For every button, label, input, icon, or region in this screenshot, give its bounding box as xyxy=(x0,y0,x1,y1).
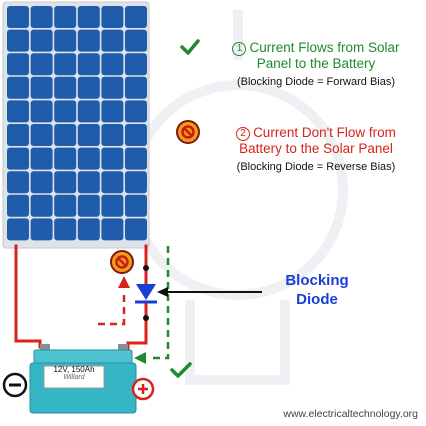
battery-brand: Willard xyxy=(63,374,85,381)
solar-cell xyxy=(125,218,147,241)
solar-cell xyxy=(54,171,77,194)
annotation-reverse-line2: Battery to the Solar Panel xyxy=(239,141,393,156)
solar-cell xyxy=(125,29,147,52)
forward-current-arrow xyxy=(134,246,170,364)
solar-cell xyxy=(7,218,29,241)
solar-cell xyxy=(125,76,147,99)
solar-cell xyxy=(101,194,124,217)
solar-cell xyxy=(77,171,100,194)
solar-cell xyxy=(54,53,77,76)
solar-cell xyxy=(30,218,53,241)
check-mark-icon xyxy=(170,362,192,378)
solar-cell xyxy=(30,100,53,123)
solar-cell xyxy=(30,124,53,146)
solar-cell xyxy=(30,29,53,52)
solar-cell xyxy=(54,124,77,146)
annotation-reverse-note: (Blocking Diode = Reverse Bias) xyxy=(236,161,396,173)
solar-cell xyxy=(101,100,124,123)
negative-wire xyxy=(14,244,42,349)
solar-cell xyxy=(54,76,77,99)
battery-label: 12V, 150Ah Willard xyxy=(44,365,104,381)
solar-cell xyxy=(7,147,29,170)
solar-cell xyxy=(77,76,100,99)
solar-cell xyxy=(77,124,100,146)
annotation-forward-note: (Blocking Diode = Forward Bias) xyxy=(236,76,396,88)
diode-label-line2: Diode xyxy=(296,291,338,308)
solar-cell xyxy=(54,29,77,52)
solar-cell xyxy=(7,194,29,217)
solar-panel xyxy=(2,1,150,249)
solar-cell xyxy=(54,218,77,241)
annotation-number-2: 2 xyxy=(236,127,251,141)
solar-cell xyxy=(101,171,124,194)
solar-cell xyxy=(30,171,53,194)
solar-cell xyxy=(101,218,124,241)
solar-cell xyxy=(77,100,100,123)
solar-cell xyxy=(125,194,147,217)
blocking-diode-label: Blocking Diode xyxy=(262,271,372,309)
solar-cell xyxy=(7,171,29,194)
solar-cell xyxy=(77,218,100,241)
solar-cell xyxy=(30,194,53,217)
solar-cell xyxy=(7,53,29,76)
diode-pointer-arrow xyxy=(157,287,262,297)
solar-cell xyxy=(125,147,147,170)
solar-cell xyxy=(77,147,100,170)
positive-wire-bottom xyxy=(126,302,148,351)
solar-cell xyxy=(54,194,77,217)
solar-cell xyxy=(30,53,53,76)
solar-cell xyxy=(7,100,29,123)
solar-cell xyxy=(101,147,124,170)
solar-cell xyxy=(7,124,29,146)
solar-cell xyxy=(54,100,77,123)
solar-cell xyxy=(101,76,124,99)
solar-cell xyxy=(125,53,147,76)
solar-cell xyxy=(77,53,100,76)
solar-cell xyxy=(54,6,77,28)
solar-cell xyxy=(125,171,147,194)
solar-cell xyxy=(77,29,100,52)
solar-cell xyxy=(101,124,124,146)
solar-cell xyxy=(101,53,124,76)
blocking-diode xyxy=(135,265,157,321)
battery-negative-symbol xyxy=(2,372,28,398)
annotation-number-1: 1 xyxy=(232,42,247,56)
annotation-blocked-icon xyxy=(176,120,200,144)
reverse-current-arrow xyxy=(98,276,130,326)
battery-positive-symbol xyxy=(131,377,155,401)
solar-cell xyxy=(101,6,124,28)
solar-cell xyxy=(125,100,147,123)
website-credit: www.electricaltechnology.org xyxy=(283,408,418,420)
solar-cell xyxy=(54,147,77,170)
solar-cell xyxy=(7,76,29,99)
solar-cell xyxy=(125,6,147,28)
annotation-reverse-line1: Current Don't Flow from xyxy=(253,125,396,140)
battery-rating: 12V, 150Ah xyxy=(53,365,95,374)
solar-cell xyxy=(30,76,53,99)
solar-cell xyxy=(30,6,53,28)
annotation-forward-line1: Current Flows from Solar xyxy=(249,40,400,55)
solar-cell xyxy=(7,29,29,52)
blocked-sign-icon xyxy=(110,250,134,274)
solar-cell xyxy=(30,147,53,170)
solar-cell xyxy=(77,194,100,217)
diode-label-line1: Blocking xyxy=(285,272,349,289)
annotation-check-icon xyxy=(180,39,200,55)
solar-cell xyxy=(7,6,29,28)
solar-cell xyxy=(77,6,100,28)
solar-cell xyxy=(125,124,147,146)
annotation-forward-line2: Panel to the Battery xyxy=(256,56,376,71)
solar-cell xyxy=(101,29,124,52)
